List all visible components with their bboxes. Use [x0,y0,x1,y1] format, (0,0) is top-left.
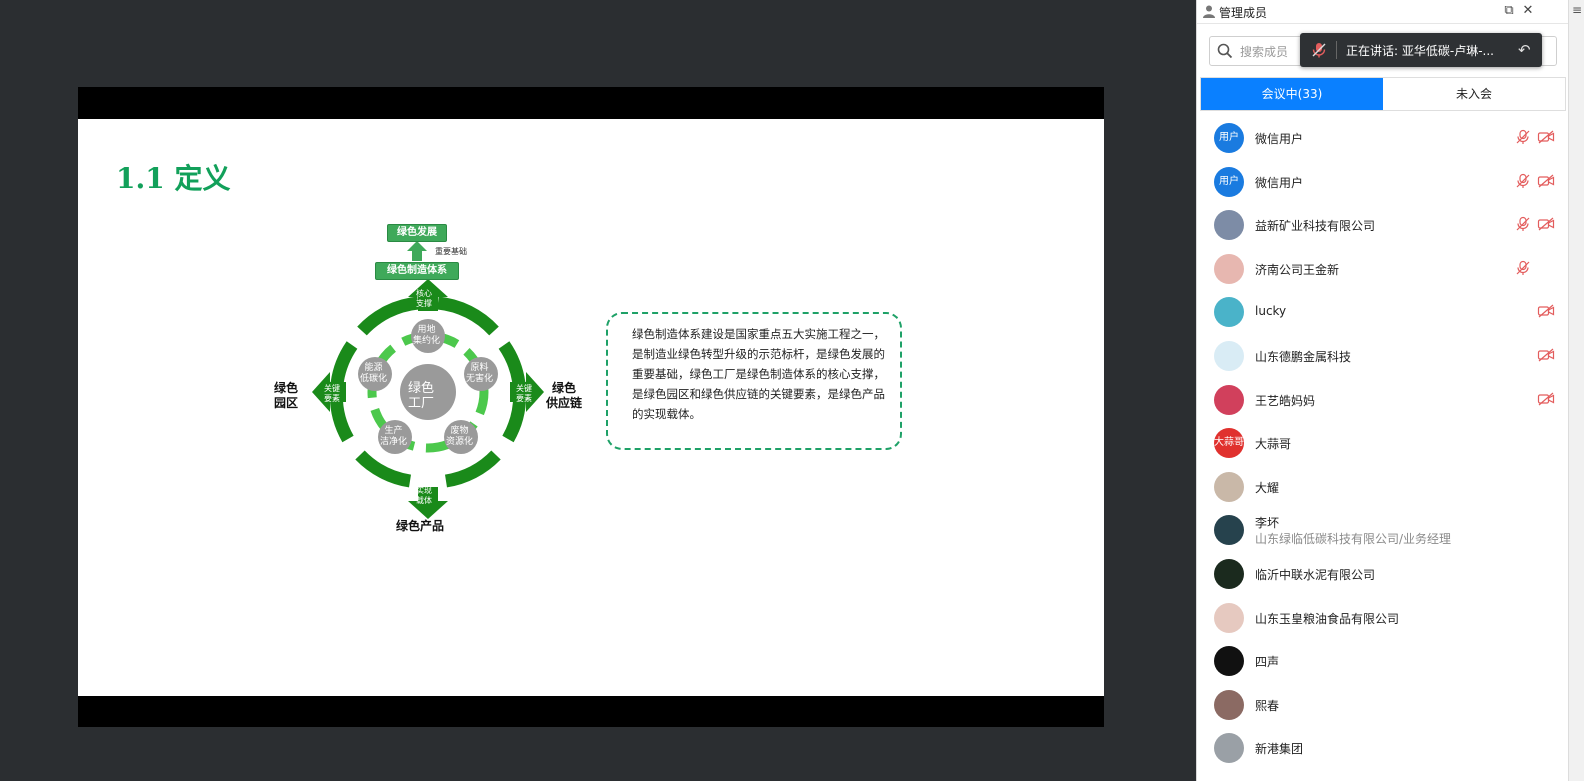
member-name: lucky [1255,304,1287,319]
member-row[interactable]: 熙春 [1197,683,1569,727]
member-subtitle: 山东绿临低碳科技有限公司/业务经理 [1255,532,1452,547]
camera-off-icon[interactable] [1537,129,1555,145]
avatar: 大蒜哥 [1214,428,1244,459]
member-row[interactable]: 四声 [1197,639,1569,683]
menu-icon[interactable]: ≡ [1571,3,1583,17]
node-raw-material: 原料无害化 [466,363,494,384]
green-park-label: 绿色园区 [274,381,299,410]
slide-frame: 1.1 定义 [78,87,1104,727]
member-panel: 管理成员 ⧉ ✕ 搜索成员 会议中(33) 未入会 用户微信用户用户微信用户益新… [1196,0,1568,781]
speaking-indicator: 正在讲话: 亚华低碳-卢琳-... ↶ [1300,33,1542,67]
member-tabs: 会议中(33) 未入会 [1200,77,1566,111]
member-name: 大耀 [1255,480,1280,495]
member-name: 山东德鹏金属科技 [1255,349,1352,364]
panel-title: 管理成员 [1219,6,1268,20]
slide-title: 1.1 定义 [116,162,231,195]
avatar: 用户 [1214,166,1244,197]
arrow-note: 重要基础 [435,247,467,256]
scrollbar[interactable]: ≡ [1568,0,1584,781]
ring-bottom-label: 实现载体 [416,486,432,505]
green-product-label: 绿色产品 [396,519,445,533]
camera-off-icon[interactable] [1537,173,1555,189]
avatar [1214,515,1244,546]
member-row[interactable]: 王艺皓妈妈 [1197,378,1569,422]
popout-icon[interactable]: ⧉ [1504,3,1514,18]
member-row[interactable]: 用户微信用户 [1197,160,1569,204]
green-factory-diagram: 绿色发展 重要基础 绿色制造体系 核心支撑 实现载体 关键要素 关键要素 绿色园… [268,219,598,539]
ring-top-label: 核心支撑 [416,289,432,308]
green-manufacturing-system-box: 绿色制造体系 [375,262,459,280]
member-row[interactable]: 益新矿业科技有限公司 [1197,203,1569,247]
close-icon[interactable]: ✕ [1522,3,1534,18]
mic-off-icon[interactable] [1515,260,1531,276]
avatar: 用户 [1214,123,1244,153]
avatar [1214,384,1244,415]
avatar [1214,340,1244,371]
member-name: 临沂中联水泥有限公司 [1255,567,1376,582]
member-row[interactable]: 临沂中联水泥有限公司 [1197,552,1569,596]
node-energy: 能源低碳化 [360,363,388,384]
panel-header: 管理成员 ⧉ ✕ [1197,0,1568,24]
camera-off-icon[interactable] [1537,303,1555,319]
member-row[interactable]: 济南公司王金新 [1197,247,1569,291]
node-production: 生产洁净化 [380,426,408,447]
member-name: 微信用户 [1255,175,1304,190]
ring-left-label: 关键要素 [324,384,340,403]
person-icon [1203,5,1215,18]
member-name: 济南公司王金新 [1255,262,1340,277]
avatar [1214,602,1244,633]
member-row[interactable]: 大蒜哥大蒜哥 [1197,421,1569,465]
diagram-graphic [312,241,544,519]
member-name: 王艺皓妈妈 [1255,393,1316,408]
mic-off-icon[interactable] [1515,129,1531,145]
camera-off-icon[interactable] [1537,216,1555,232]
avatar [1214,471,1244,502]
search-icon [1217,43,1233,59]
avatar [1214,689,1244,720]
avatar [1214,210,1244,241]
avatar [1214,297,1244,328]
slide: 1.1 定义 [78,119,1104,696]
mic-off-icon [1312,43,1326,58]
speaking-text: 正在讲话: 亚华低碳-卢琳-... [1346,44,1494,58]
mic-off-icon[interactable] [1515,216,1531,232]
green-development-box: 绿色发展 [387,224,447,242]
back-arrow-icon[interactable]: ↶ [1518,41,1531,59]
camera-off-icon[interactable] [1537,347,1555,363]
speaking-separator [1336,41,1337,59]
avatar [1214,253,1244,284]
member-name: 四声 [1255,655,1280,670]
mic-off-icon[interactable] [1515,173,1531,189]
node-waste: 废物资源化 [446,426,474,447]
avatar [1214,733,1244,764]
member-name: 大蒜哥 [1255,437,1292,452]
member-row[interactable]: 大耀 [1197,465,1569,509]
member-row[interactable]: 用户微信用户 [1197,116,1569,160]
member-name: 益新矿业科技有限公司 [1255,219,1376,234]
ring-right-label: 关键要素 [516,384,532,403]
green-supply-chain-label: 绿色供应链 [546,381,583,410]
member-name: 熙春 [1255,698,1280,713]
description-box: 绿色制造体系建设是国家重点五大实施工程之一，是制造业绿色转型升级的示范标杆，是绿… [606,312,902,450]
member-name: 山东玉皇粮油食品有限公司 [1255,611,1400,626]
member-row[interactable]: 山东玉皇粮油食品有限公司 [1197,596,1569,640]
avatar [1214,646,1244,677]
camera-off-icon[interactable] [1537,391,1555,407]
member-name: 李坏 [1255,516,1280,531]
member-name: 微信用户 [1255,132,1304,146]
member-row[interactable]: lucky [1197,290,1569,334]
tab-not-joined[interactable]: 未入会 [1383,78,1565,110]
shared-screen-area: 1.1 定义 [78,87,1104,727]
node-land-use: 用地集约化 [413,325,441,346]
member-row[interactable]: 新港集团 [1197,726,1569,770]
member-name: 新港集团 [1255,742,1304,757]
member-row[interactable]: 李坏山东绿临低碳科技有限公司/业务经理 [1197,508,1569,552]
description-text: 绿色制造体系建设是国家重点五大实施工程之一，是制造业绿色转型升级的示范标杆，是绿… [632,327,885,421]
tab-in-meeting[interactable]: 会议中(33) [1201,78,1383,110]
avatar [1214,558,1244,589]
member-row[interactable]: 山东德鹏金属科技 [1197,334,1569,378]
green-factory-center: 绿色工厂 [408,381,435,411]
search-placeholder: 搜索成员 [1240,45,1289,59]
